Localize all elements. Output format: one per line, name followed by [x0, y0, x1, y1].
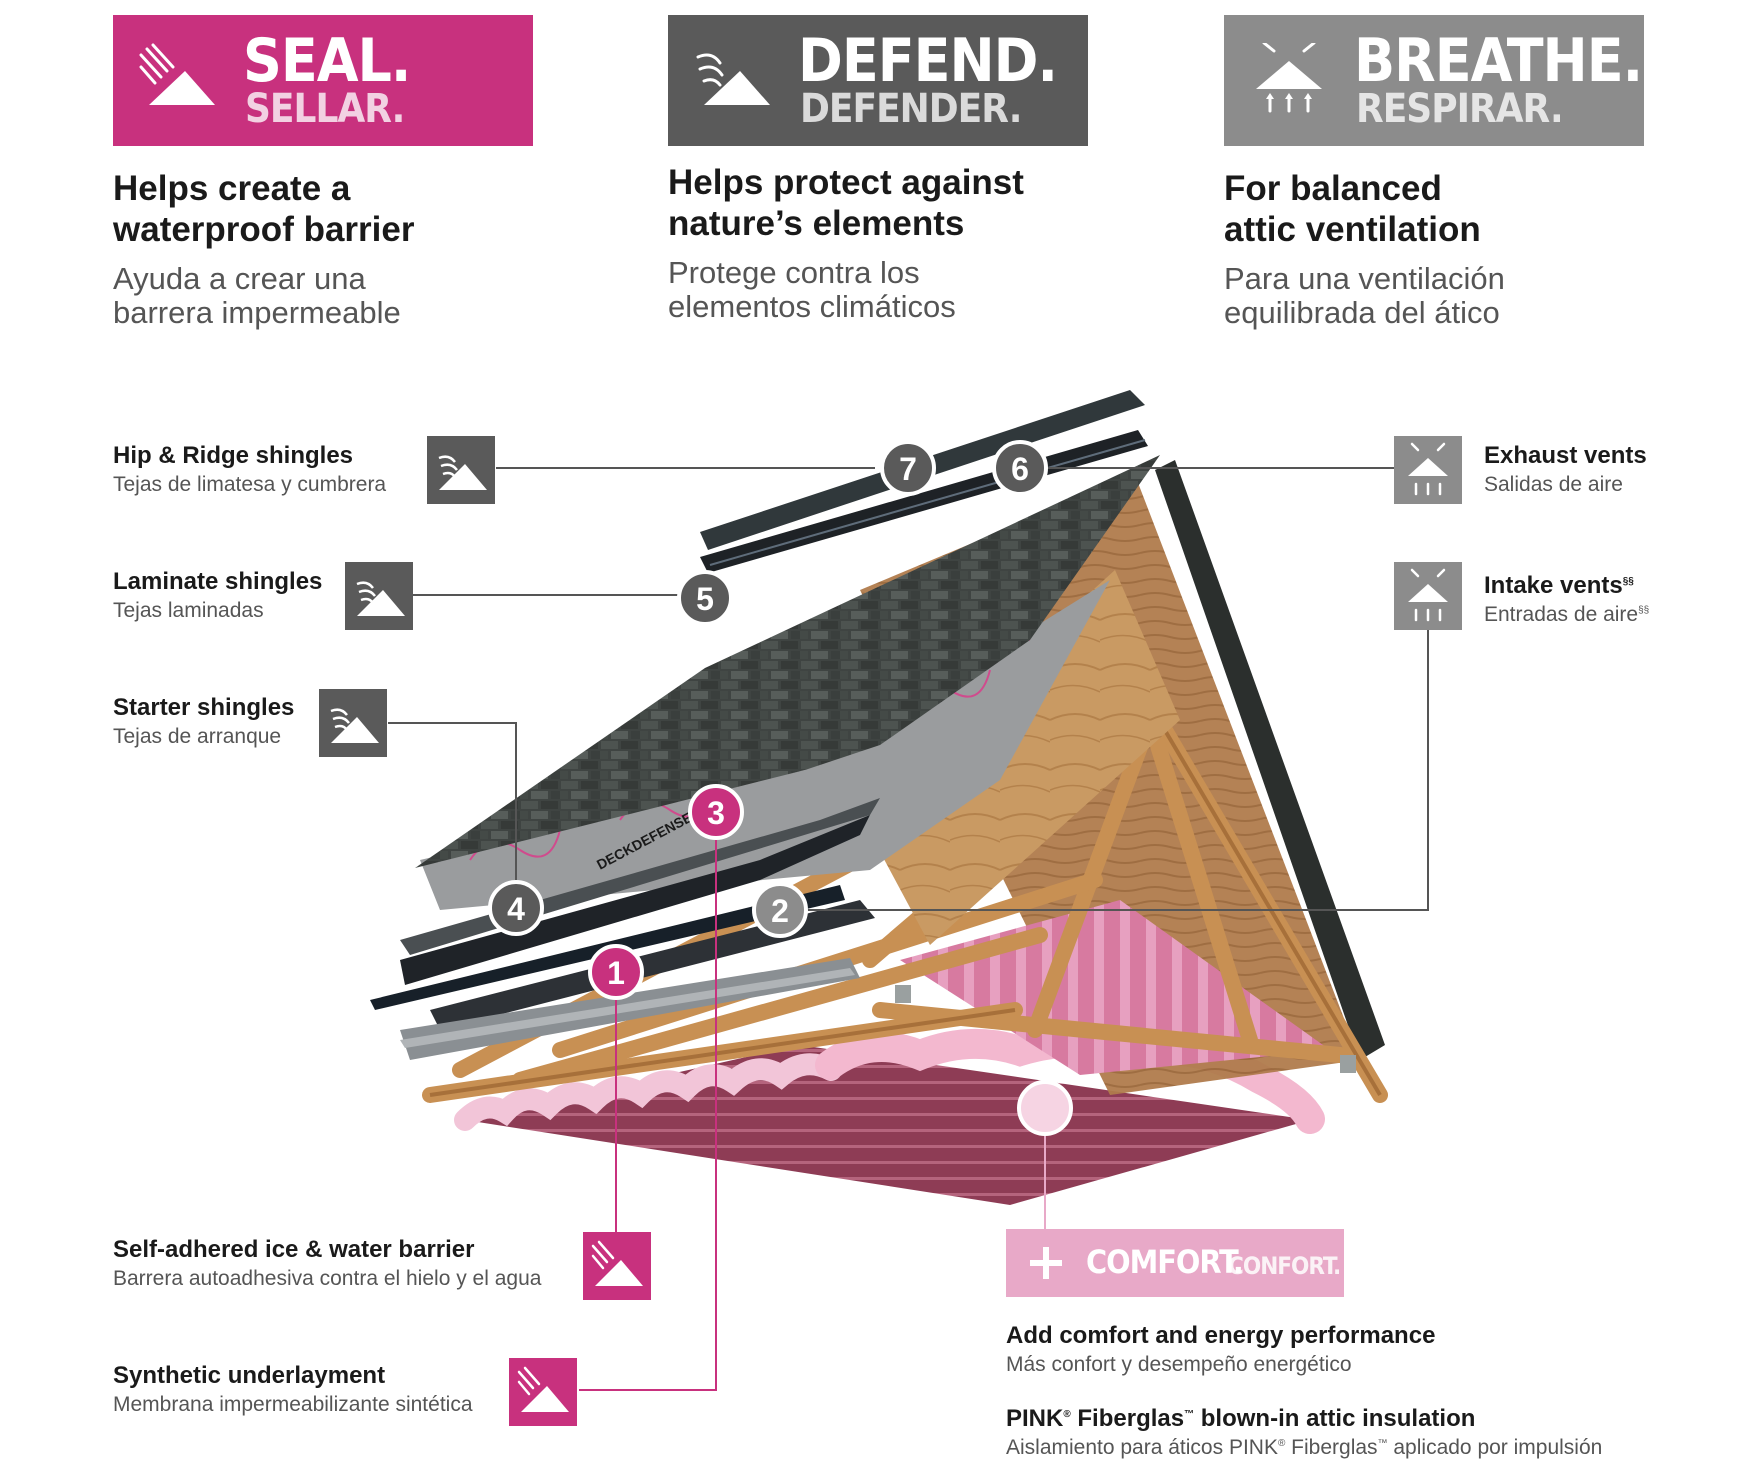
svg-text:3: 3 — [707, 795, 725, 831]
ice-water-label-es: Barrera autoadhesiva contra el hielo y e… — [113, 1267, 542, 1290]
ice-water-barrier-icon — [583, 1232, 651, 1300]
marker-5: 5 — [677, 570, 733, 626]
laminate-shingles — [415, 455, 1160, 868]
roof-deck-plywood — [855, 570, 1180, 945]
laminate-shingle-icon — [345, 562, 413, 630]
comfort-heading: Add comfort and energy performance — [1006, 1322, 1436, 1349]
svg-text:1: 1 — [607, 955, 625, 991]
starter-label-es: Tejas de arranque — [113, 725, 282, 748]
hip-ridge-label-es: Tejas de limatesa y cumbrera — [113, 473, 387, 496]
comfort-title: COMFORT. — [1086, 1243, 1244, 1281]
marker-6: 6 — [992, 440, 1048, 496]
banner-subtitle: RESPIRAR. — [1356, 86, 1564, 132]
marker-4: 4 — [488, 880, 544, 936]
banner-subtitle: SELLAR. — [245, 86, 405, 132]
exhaust-label: Exhaust vents — [1484, 442, 1647, 469]
roof-shingle-icon — [694, 43, 772, 115]
banner-title: SEAL. — [243, 26, 411, 96]
svg-text:6: 6 — [1011, 451, 1029, 487]
comfort-title-es: CONFORT. — [1228, 1252, 1341, 1280]
banner-subtitle: DEFENDER. — [800, 86, 1022, 132]
svg-text:4: 4 — [507, 891, 525, 927]
intake-vent-icon — [1394, 562, 1462, 630]
exhaust-label-es: Salidas de aire — [1484, 473, 1623, 496]
marker-comfort — [1017, 1080, 1073, 1136]
intake-label: Intake vents§§ — [1484, 572, 1634, 599]
laminate-label-es: Tejas laminadas — [113, 599, 264, 622]
plus-icon — [1030, 1247, 1062, 1279]
ventilation-icon — [1250, 41, 1328, 115]
svg-text:5: 5 — [696, 581, 714, 617]
marker-1: 1 — [588, 944, 644, 1000]
comfort-heading-es: Más confort y desempeño energético — [1006, 1353, 1352, 1376]
banner-title: DEFEND. — [798, 26, 1058, 96]
defend-banner: DEFEND. DEFENDER. — [668, 15, 1088, 146]
hip-ridge-label: Hip & Ridge shingles — [113, 442, 354, 469]
product-name-es: Aislamiento para áticos PINK® Fiberglas™… — [1006, 1436, 1603, 1459]
ice-water-label: Self-adhered ice & water barrier — [113, 1236, 475, 1263]
seal-banner: SEAL. SELLAR. — [113, 15, 533, 146]
starter-label: Starter shingles — [113, 694, 295, 721]
exhaust-vent-icon — [1394, 436, 1462, 504]
underlayment-label-es: Membrana impermeabilizante sintética — [113, 1393, 473, 1416]
synthetic-underlayment — [420, 580, 1110, 910]
breathe-banner: BREATHE. RESPIRAR. — [1224, 15, 1644, 146]
comfort-banner: COMFORT. CONFORT. — [1006, 1229, 1344, 1297]
roof-shingle-icon — [139, 43, 217, 115]
intake-label-es: Entradas de aire§§ — [1484, 603, 1650, 626]
banner-title: BREATHE. — [1354, 26, 1643, 96]
laminate-label: Laminate shingles — [113, 568, 323, 595]
product-name: PINK® Fiberglas™ blown-in attic insulati… — [1006, 1405, 1476, 1432]
marker-3: 3 — [688, 784, 744, 840]
hip-ridge-shingle-icon — [427, 436, 495, 504]
underlayment-icon — [509, 1358, 577, 1426]
svg-text:7: 7 — [899, 451, 917, 487]
marker-2: 2 — [752, 882, 808, 938]
marker-7: 7 — [880, 440, 936, 496]
starter-shingle-icon — [319, 689, 387, 757]
underlayment-label: Synthetic underlayment — [113, 1362, 386, 1389]
svg-text:2: 2 — [771, 893, 789, 929]
